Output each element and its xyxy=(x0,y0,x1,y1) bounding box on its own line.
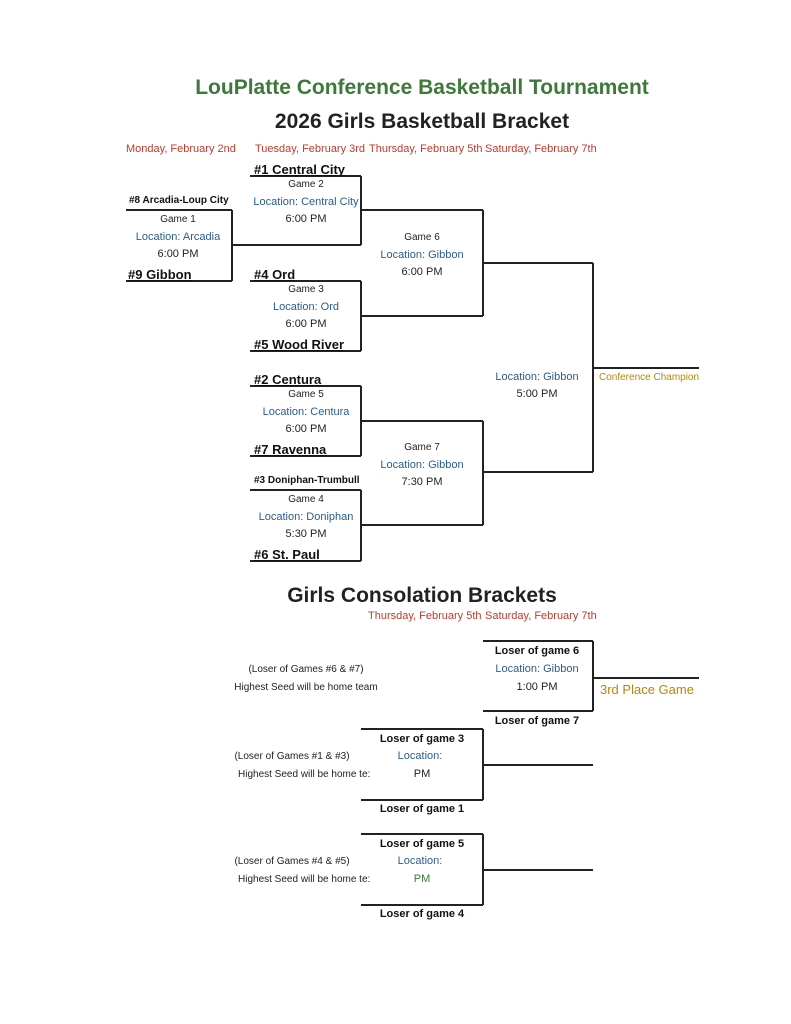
game-2-time: 6:00 PM xyxy=(285,213,327,225)
game-5-location: Location: Centura xyxy=(262,406,350,418)
final-time: 5:00 PM xyxy=(516,388,558,400)
game-3-label: Game 3 xyxy=(288,284,324,295)
game-1-label: Game 1 xyxy=(160,214,196,225)
consolation-title: Girls Consolation Brackets xyxy=(287,584,557,607)
game-1-time: 6:00 PM xyxy=(157,248,199,260)
consolation-a-top: Loser of game 6 xyxy=(494,645,580,657)
final-location: Location: Gibbon xyxy=(495,371,579,383)
consolation-b-top: Loser of game 3 xyxy=(379,733,465,745)
game-7-location: Location: Gibbon xyxy=(380,459,464,471)
team-central-city: #1 Central City xyxy=(254,162,346,177)
consolation-day-saturday: Saturday, February 7th xyxy=(485,610,597,622)
conference-title: LouPlatte Conference Basketball Tourname… xyxy=(195,76,649,99)
consolation-a-bottom: Loser of game 7 xyxy=(494,715,580,727)
consolation-b-time: PM xyxy=(413,768,431,780)
day-header-tuesday: Tuesday, February 3rd xyxy=(255,143,366,155)
consolation-a-location: Location: Gibbon xyxy=(495,663,579,675)
game-7-label: Game 7 xyxy=(404,442,440,453)
game-3-location: Location: Ord xyxy=(272,301,340,313)
team-arcadia-loup-city: #8 Arcadia-Loup City xyxy=(129,195,229,206)
game-4-label: Game 4 xyxy=(288,494,324,505)
consolation-c-note-1: (Loser of Games #4 & #5) xyxy=(234,856,350,867)
team-st-paul: #6 St. Paul xyxy=(254,547,320,562)
consolation-b-bottom: Loser of game 1 xyxy=(379,803,465,815)
team-centura: #2 Centura xyxy=(254,372,322,387)
consolation-a-time: 1:00 PM xyxy=(516,681,558,693)
consolation-b-note-1: (Loser of Games #1 & #3) xyxy=(234,751,350,762)
day-header-saturday: Saturday, February 7th xyxy=(485,143,597,155)
game-6-label: Game 6 xyxy=(404,232,440,243)
consolation-a-note-1: (Loser of Games #6 & #7) xyxy=(248,664,364,675)
game-6-location: Location: Gibbon xyxy=(380,249,464,261)
consolation-c-location: Location: xyxy=(397,855,443,867)
team-doniphan-trumbull: #3 Doniphan-Trumbull xyxy=(254,475,360,486)
game-1-location: Location: Arcadia xyxy=(135,231,221,243)
game-5-time: 6:00 PM xyxy=(285,423,327,435)
team-ravenna: #7 Ravenna xyxy=(254,442,327,457)
game-2-location: Location: Central City xyxy=(253,196,359,208)
game-4-time: 5:30 PM xyxy=(285,528,327,540)
consolation-c-time: PM xyxy=(413,873,431,885)
game-2-label: Game 2 xyxy=(288,179,324,190)
team-gibbon: #9 Gibbon xyxy=(128,267,192,282)
consolation-c-top: Loser of game 5 xyxy=(379,838,465,850)
conference-champion-label: Conference Champion xyxy=(599,372,700,383)
day-header-monday: Monday, February 2nd xyxy=(126,143,236,155)
bracket-title: 2026 Girls Basketball Bracket xyxy=(274,110,570,133)
game-7-time: 7:30 PM xyxy=(401,476,443,488)
consolation-b-note-2: Highest Seed will be home te: xyxy=(238,769,371,780)
game-4-location: Location: Doniphan xyxy=(258,511,354,523)
consolation-day-thursday: Thursday, February 5th xyxy=(368,610,482,622)
third-place-game-label: 3rd Place Game xyxy=(600,682,694,697)
consolation-a-note-2: Highest Seed will be home team xyxy=(234,682,378,693)
team-ord: #4 Ord xyxy=(254,267,296,282)
day-header-thursday: Thursday, February 5th xyxy=(369,143,483,155)
game-5-label: Game 5 xyxy=(288,389,324,400)
consolation-c-note-2: Highest Seed will be home te: xyxy=(238,874,371,885)
consolation-b-location: Location: xyxy=(397,750,443,762)
team-wood-river: #5 Wood River xyxy=(254,337,345,352)
game-6-time: 6:00 PM xyxy=(401,266,443,278)
game-3-time: 6:00 PM xyxy=(285,318,327,330)
consolation-c-bottom: Loser of game 4 xyxy=(379,908,465,920)
